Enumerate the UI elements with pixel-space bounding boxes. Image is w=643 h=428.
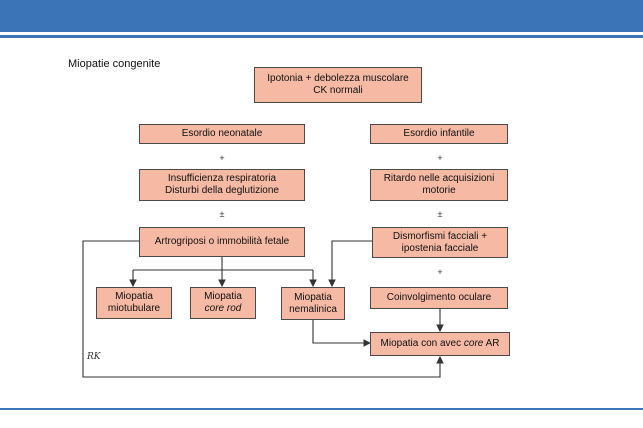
right-plus-operator-2: + xyxy=(437,267,443,277)
corerod-line1: Miopatia xyxy=(204,291,242,302)
ocular-involvement-box: Coinvolgimento oculare xyxy=(370,287,508,309)
header-rule xyxy=(0,35,643,38)
header-band xyxy=(0,0,643,32)
connector-nemaline-to-avec xyxy=(312,320,372,347)
facial-dysmorphism-box: Dismorfismi facciali + ipostenia faccial… xyxy=(372,227,508,258)
corerod-line2: core rod xyxy=(204,303,242,314)
right-plus-operator: + xyxy=(437,153,443,163)
avec-suffix: AR xyxy=(483,338,500,349)
connector-dysmorph-to-nemaline xyxy=(328,240,372,288)
respiratory-box: Insufficienza respiratoria Disturbi dell… xyxy=(139,169,305,201)
left-plus-operator: + xyxy=(219,153,225,163)
root-box: Ipotonia + debolezza muscolare CK normal… xyxy=(254,67,422,103)
motor-delay-box: Ritardo nelle acquisizioni motorie xyxy=(370,169,508,201)
myotubular-box: Miopatia miotubulare xyxy=(96,287,172,319)
root-line1: Ipotonia + debolezza muscolare xyxy=(267,73,409,84)
author-signature: RK xyxy=(87,352,101,362)
root-line2: CK normali xyxy=(313,85,363,96)
corerod-box: Miopatia core rod xyxy=(190,287,256,319)
left-plusminus-operator: ± xyxy=(219,209,225,219)
connector-arthro-loop xyxy=(82,240,444,378)
onset-neonatal-box: Esordio neonatale xyxy=(139,124,305,144)
avec-prefix: Miopatia con avec xyxy=(380,338,464,349)
avec-core-box: Miopatia con avec core AR xyxy=(370,332,510,356)
avec-italic: core xyxy=(463,338,484,349)
onset-infantile-box: Esordio infantile xyxy=(370,124,508,144)
arthrogryposis-box: Artrogriposi o immobilità fetale xyxy=(139,227,305,257)
right-plusminus-operator: ± xyxy=(437,209,443,219)
footer-rule xyxy=(0,408,643,410)
nemaline-box: Miopatia nemalinica xyxy=(281,287,345,320)
slide-title: Miopatie congenite xyxy=(68,58,161,70)
